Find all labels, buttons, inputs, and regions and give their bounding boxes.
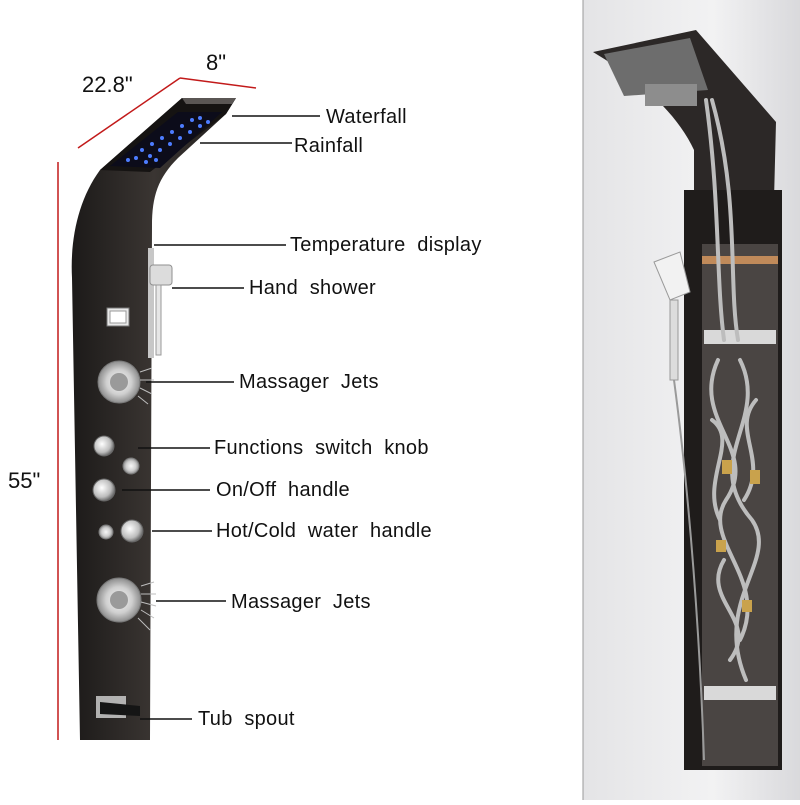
water-streams (137, 367, 154, 405)
label-functions-switch-knob: Functions switch knob (214, 437, 429, 459)
depth-dimension-label: 22.8" (82, 72, 133, 97)
label-rainfall: Rainfall (294, 135, 364, 157)
dimension-lines (57, 77, 257, 740)
shower-panel-front (71, 98, 236, 740)
label-waterfall: Waterfall (326, 106, 407, 128)
label-hot-cold-handle: Hot/Cold water handle (216, 520, 432, 542)
label-on-off-handle: On/Off handle (216, 479, 350, 501)
label-hand-shower: Hand shower (249, 277, 376, 299)
label-massager-jets-lower: Massager Jets (231, 591, 371, 613)
width-dimension-label: 8" (206, 50, 227, 75)
leader-lines (122, 115, 320, 720)
panel-back-photo (582, 0, 800, 800)
label-tub-spout: Tub spout (198, 708, 295, 730)
label-massager-jets-upper: Massager Jets (239, 371, 379, 393)
height-dimension-label: 55" (8, 468, 41, 493)
label-temperature-display: Temperature display (290, 234, 482, 256)
